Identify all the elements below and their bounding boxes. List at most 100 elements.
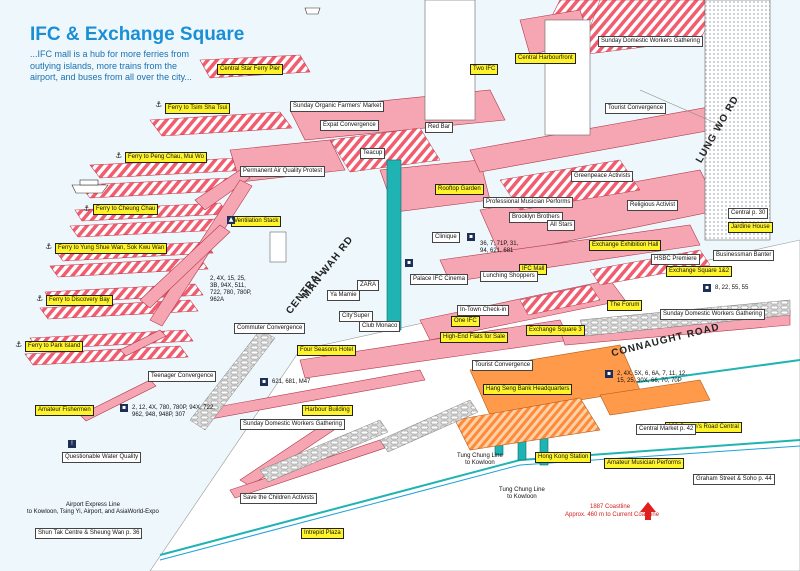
label-intrepid-plaza[interactable]: Intrepid Plaza [301,528,344,539]
label-one-ifc[interactable]: One IFC [451,316,480,327]
label-ventilation-stack[interactable]: Ventilation Stack [231,216,282,227]
label-current-coastline: Approx. 460 m to Current Coastline [565,512,660,518]
label-amateur-fishermen[interactable]: Amateur Fishermen [35,405,94,416]
label-central-star-ferry[interactable]: Central Star Ferry Pier [217,64,284,75]
traffic-south-2 [379,399,479,453]
note-sunday-dom-mid: Sunday Domestic Workers Gathering [240,419,345,430]
map-title: IFC & Exchange Square [30,24,245,45]
bus-routes-right: 8, 22, 55, 55 [715,285,749,291]
label-hang-seng[interactable]: Hang Seng Bank Headquarters [483,384,573,395]
bus-routes-621: 621, 681, M47 [272,379,311,385]
station-link-east [599,379,711,416]
label-the-forum[interactable]: The Forum [607,300,643,311]
hk-station [454,344,711,451]
label-ferry-yung-shue-wan[interactable]: Ferry to Yung Shue Wan, Sok Kwu Wan [55,243,168,254]
label-ferry-cheung-chau[interactable]: Ferry to Cheung Chau [93,204,159,215]
note-businessman: Businessman Banter [713,250,775,261]
note-brooklyn: Brooklyn Brothers [509,212,563,223]
note-religious: Religious Activist [627,200,679,211]
shop-icon: ▪ [405,259,413,267]
plaza-exchange-3 [519,284,601,316]
note-tourist-2: Tourist Convergence [472,360,534,371]
label-ferry-tst[interactable]: Ferry to Tsim Sha Tsui [165,103,231,114]
label-tung-chung-2: Tung Chung Line to Kowloon [499,487,545,500]
label-harbour-building[interactable]: Harbour Building [302,405,353,416]
label-exchange-12[interactable]: Exchange Square 1&2 [666,266,733,277]
central-harbourfront-tower [544,19,591,136]
pier-tst [149,111,293,137]
note-save-children: Save the Children Activists [240,493,318,504]
note-all-stars: All Stars [547,220,576,231]
walkway-network [79,9,791,499]
note-zara: ZARA [357,280,380,291]
hk-station-concourse [454,397,601,451]
ferry-icon: ⚓ [155,100,163,109]
warning-icon: ! [68,440,76,448]
traffic-south [259,419,389,483]
note-lunching: Lunching Shoppers [480,271,538,282]
label-ferry-park-island[interactable]: Ferry to Park Island [25,341,84,352]
ferry-icon: ⚓ [83,204,91,213]
note-in-town-checkin: In-Town Check-in [457,305,510,316]
label-high-end-flats[interactable]: High-End Flats for Sale [440,332,509,343]
note-teenager: Teenager Convergence [148,371,217,382]
ferry-icon: ⚓ [115,151,123,160]
bus-routes-ifc: 36, 7, 71P, 31, 94, 621, 681 [480,241,519,254]
label-four-seasons[interactable]: Four Seasons Hotel [297,345,357,356]
note-sunday-dom-right: Sunday Domestic Workers Gathering [660,309,765,320]
label-central-market[interactable]: Central Market p. 42 [636,424,697,435]
note-permanent-air: Permanent Air Quality Protest [240,166,326,177]
label-1887-coastline: 1887 Coastline [590,504,631,510]
walkway-fisher [79,379,157,422]
note-clinique: Clinique [432,232,460,243]
note-sunday-dom-top: Sunday Domestic Workers Gathering [598,36,703,47]
label-exchange-hall[interactable]: Exchange Exhibition Hall [589,240,662,251]
coastline-arrow [640,502,656,520]
towers [269,0,771,263]
label-rooftop-garden[interactable]: Rooftop Garden [435,184,484,195]
note-ya-mamie: Ya Mamie [327,290,360,301]
note-questionable-water: Questionable Water Quality [62,452,142,463]
note-club-monaco: Club Monaco [359,321,401,332]
label-central-harbourfront[interactable]: Central Harbourfront [515,53,576,64]
bus-icon: ▪ [120,404,128,412]
note-commuter: Commuter Convergence [234,323,306,334]
ferry-icon: ⚓ [15,340,23,349]
column-ifc [386,159,402,331]
label-airport-express: Airport Express Line to Kowloon, Tsing Y… [27,502,159,515]
ferry-icon: ⚓ [36,294,44,303]
label-shun-tak[interactable]: Shun Tak Centre & Sheung Wan p. 36 [35,528,143,539]
label-two-ifc[interactable]: Two IFC [470,64,499,75]
note-professional-musician: Professional Musician Performs [483,197,574,208]
bus-icon: ▪ [605,370,613,378]
label-amateur-musician-right[interactable]: Amateur Musician Performs [604,458,685,469]
ferry-icon: ⚓ [45,242,53,251]
label-ferry-discovery[interactable]: Ferry to Discovery Bay [46,295,113,306]
jardine-house-tower [704,0,771,241]
bus-routes-left: 2, 4X, 15, 25, 3B, 94X, 511, 722, 780, 7… [210,276,252,303]
bus-icon: ▪ [467,233,475,241]
pier-discovery-2 [39,299,199,320]
label-ferry-peng-chau[interactable]: Ferry to Peng Chau, Mui Wo [125,152,207,163]
label-graham-street[interactable]: Graham Street & Soho p. 44 [693,474,775,485]
bus-routes-exchange: 2, 4X, 5X, 6, 6A, 7, 11, 12, 15, 25, 30X… [617,371,687,384]
note-greenpeace: Greenpeace Activists [571,171,634,182]
note-city-super: City'Super [339,311,373,322]
traffic-man-wah [189,329,276,431]
note-hsbc: HSBC Premiere [651,254,700,265]
boats [71,7,321,194]
tung-chung-track [159,445,800,561]
label-exchange-3[interactable]: Exchange Square 3 [526,325,585,336]
note-red-bar: Red Bar [425,122,454,133]
lift-icon: ▲ [227,216,235,224]
label-central-link[interactable]: Central p. 30 [728,208,769,219]
label-jardine-house[interactable]: Jardine House [728,222,773,233]
note-tourist: Tourist Convergence [605,103,667,114]
note-palace-cinema: Palace IFC Cinema [410,274,469,285]
label-tung-chung-1: Tung Chung Line to Kowloon [457,453,503,466]
ventilation-stack-tower [269,231,287,263]
junk-boat [304,7,321,15]
label-hk-station[interactable]: Hong Kong Station [535,452,592,463]
